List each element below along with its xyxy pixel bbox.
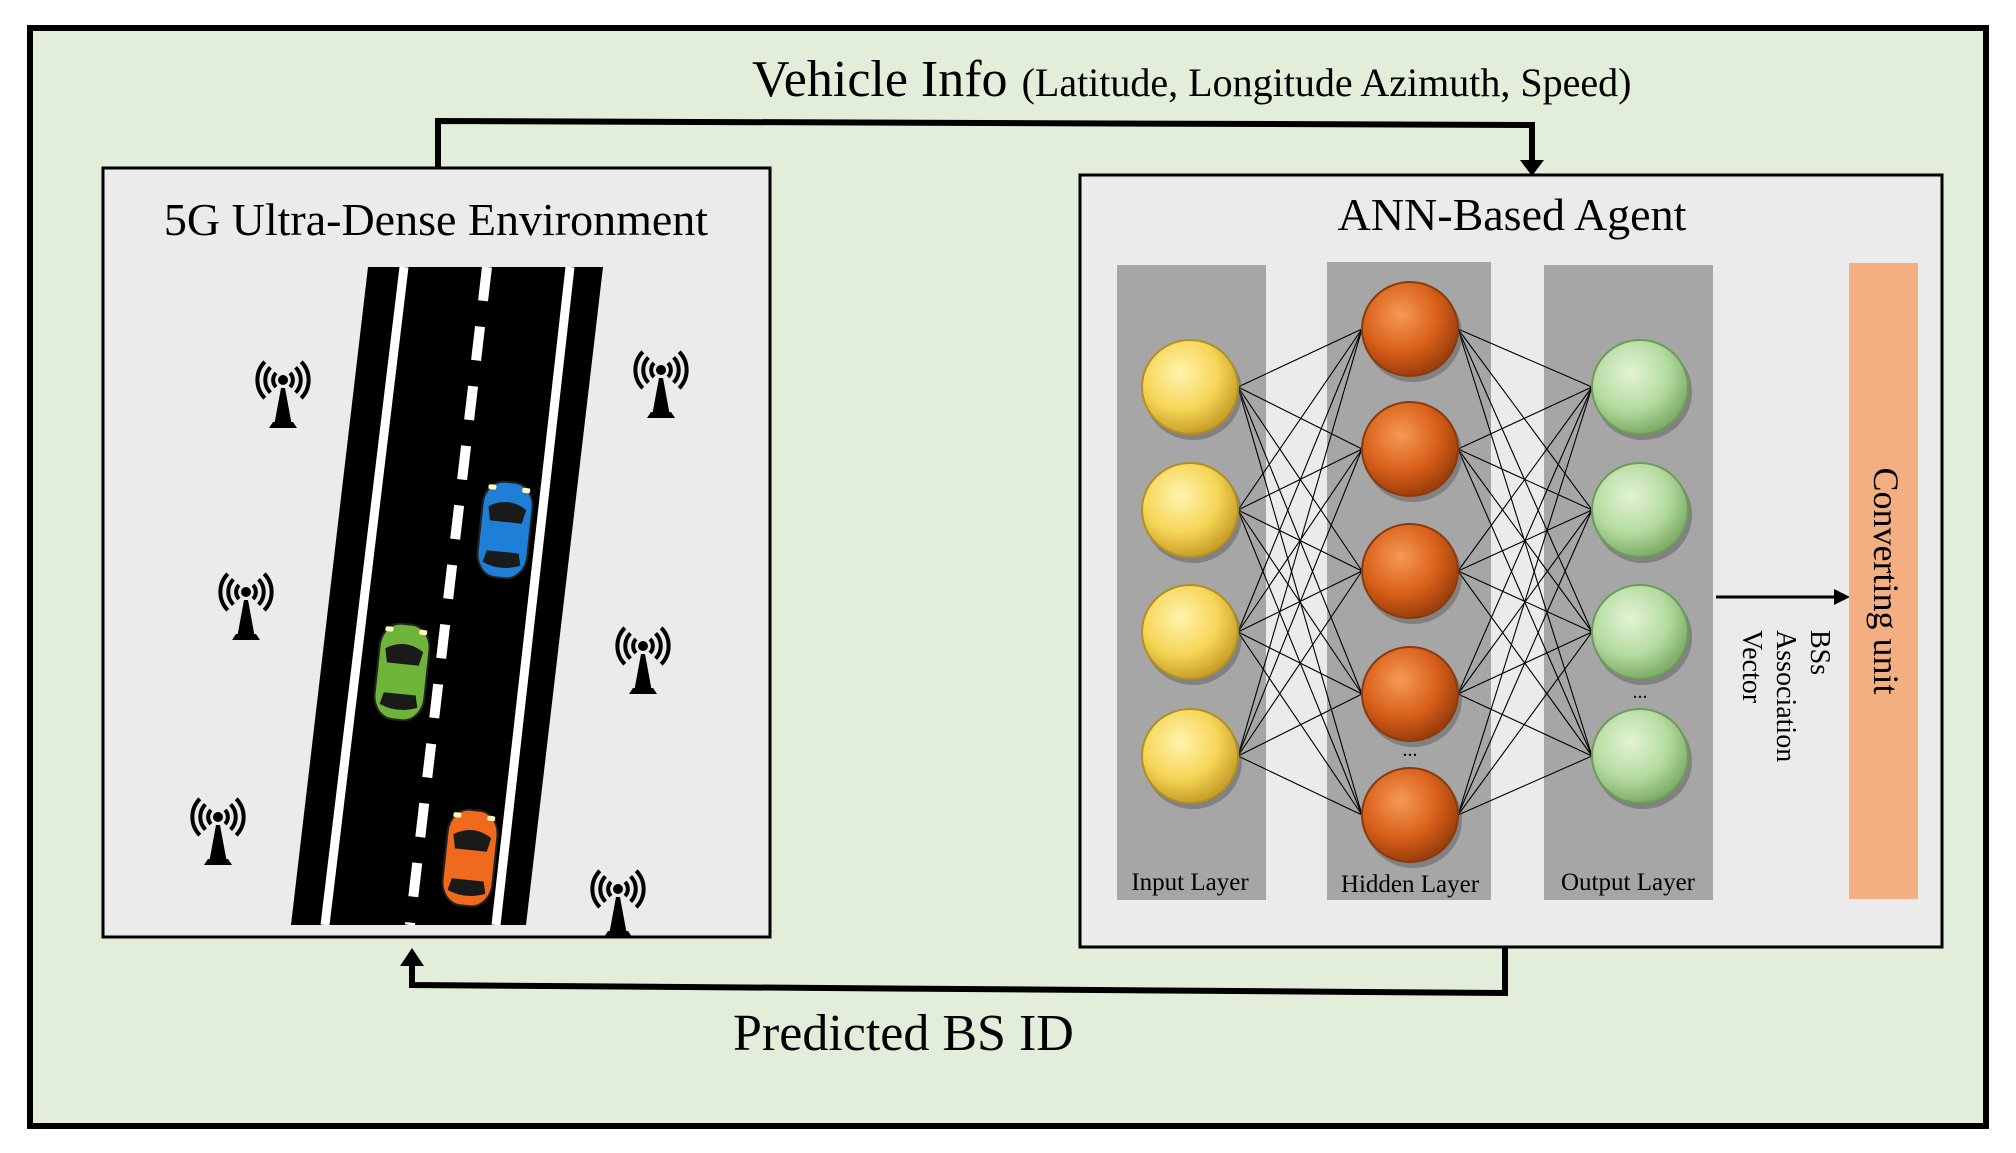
road-edge-right [491,266,575,926]
network-nodes [1141,281,1692,868]
output-node [1591,584,1689,680]
input-layer-label: Input Layer [1131,869,1249,896]
predicted-bs-label: Predicted BS ID [733,1005,1074,1062]
predicted-bs-arrowhead [400,948,424,966]
connection-line [1457,328,1593,757]
input-node [1141,584,1239,680]
hidden-node [1361,767,1459,863]
output-node [1591,462,1689,558]
network-connections [1237,328,1593,816]
connection-line [1457,386,1593,572]
vector-label-line3: Vector [1736,630,1767,704]
connection-line [1457,386,1593,816]
connection-line [1237,328,1363,757]
car-icon [476,480,534,580]
radio-tower-icon [190,797,246,865]
connection-line [1237,448,1363,633]
radio-tower-icon [633,350,689,418]
agent-title: ANN-Based Agent [1338,189,1687,240]
connection-line [1237,328,1363,511]
connection-line [1457,631,1593,816]
vehicles-group [373,480,534,908]
hidden-layer-ellipsis: ... [1403,739,1418,761]
connection-line [1237,328,1363,633]
car-icon [441,808,499,908]
radio-tower-icon [255,360,311,428]
output-layer-ellipsis: ... [1633,681,1648,703]
connection-line [1457,386,1593,450]
connection-line [1237,631,1363,816]
connection-line [1457,755,1593,816]
vehicle-info-arrow [435,117,1535,168]
radio-tower-icon [590,869,646,937]
road-edge-left [320,266,409,926]
connection-line [1237,328,1363,388]
output-node [1591,339,1689,435]
association-vector-label: BSs Association Vector [1736,630,1835,762]
output-node [1591,708,1689,804]
connection-line [1457,509,1593,816]
converting-unit-label: Converting unit [1866,468,1906,695]
input-node [1141,708,1239,804]
radio-tower-icon [218,572,274,640]
input-node [1141,339,1239,435]
connection-line [1237,755,1363,816]
connection-line [1457,386,1593,695]
connection-line [1457,328,1593,388]
car-icon [373,622,431,722]
hidden-node [1361,646,1459,742]
road [291,266,603,926]
connection-line [1237,386,1363,450]
vehicle-info-label: Vehicle Info(Latitude, Longitude Azimuth… [752,51,1631,108]
connection-line [1457,693,1593,757]
output-layer-label: Output Layer [1561,869,1696,896]
radio-tower-icon [615,626,671,694]
hidden-node [1361,401,1459,497]
vector-label-line1: BSs [1804,630,1835,675]
converting-unit-box [1849,263,1918,899]
hidden-layer-label: Hidden Layer [1341,871,1480,898]
connection-line [1237,570,1363,757]
road-center-dash [405,266,492,926]
predicted-bs-arrow [409,945,1508,997]
connection-line [1237,693,1363,757]
connection-line [1457,328,1593,633]
base-stations-group [190,350,689,937]
connection-line [1457,328,1593,511]
input-node [1141,462,1239,558]
hidden-node [1361,523,1459,619]
environment-title: 5G Ultra-Dense Environment [164,194,708,245]
hidden-node [1361,281,1459,377]
vehicle-info-arrowhead [1520,160,1544,176]
vector-label-line2: Association [1770,630,1801,762]
output-to-converter-arrowhead [1834,589,1850,605]
connection-line [1237,448,1363,757]
